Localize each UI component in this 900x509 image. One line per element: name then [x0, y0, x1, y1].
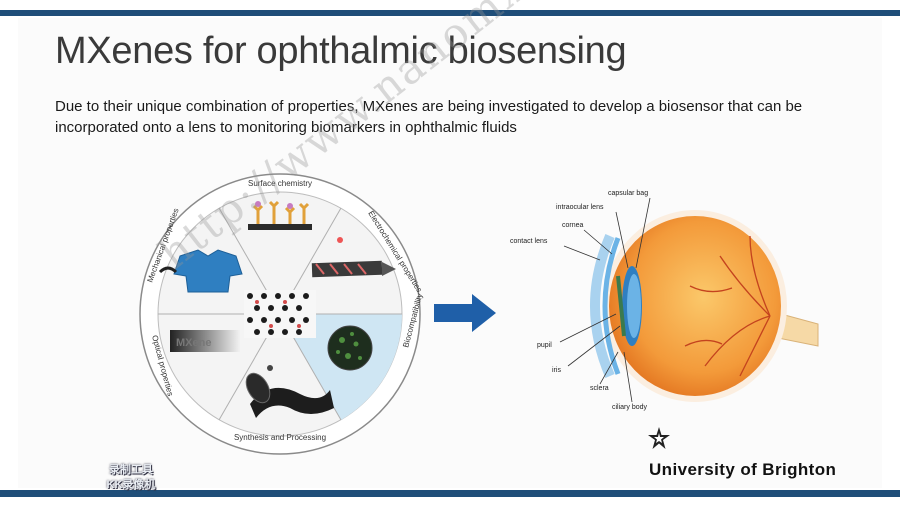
- label-iris: iris: [552, 367, 561, 374]
- segment-label-surface-chemistry: Surface chemistry: [248, 179, 312, 188]
- bottom-accent-bar: [0, 490, 900, 497]
- university-name: University of Brighton: [649, 460, 837, 479]
- segment-label-synthesis: Synthesis and Processing: [234, 433, 326, 442]
- mxene-properties-wheel: Surface chemistry Electrochemical proper…: [139, 173, 424, 455]
- capsular-bag: [627, 274, 641, 338]
- mechanical-illustration: [158, 249, 243, 293]
- label-cornea: cornea: [562, 222, 584, 229]
- label-intraocular-lens: intraocular lens: [556, 204, 604, 211]
- label-capsular-bag: capsular bag: [608, 190, 648, 197]
- top-accent-bar: [0, 10, 900, 16]
- synthesis-illustration: [245, 365, 334, 418]
- slide-body-text: Due to their unique combination of prope…: [55, 98, 803, 136]
- optical-mxene-label: MXene: [176, 337, 211, 349]
- slide-title: MXenes for ophthalmic biosensing: [55, 30, 627, 72]
- eye-lens-diagram: capsular bag intraocular lens cornea con…: [510, 190, 819, 411]
- label-contact-lens: contact lens: [510, 238, 548, 245]
- label-ciliary-body: ciliary body: [612, 404, 648, 411]
- right-arrow-icon: [434, 294, 496, 332]
- electrochemical-illustration: [311, 237, 396, 278]
- eyeball: [609, 216, 781, 396]
- contact-lens: [590, 234, 615, 378]
- star-logo-icon: [648, 427, 670, 449]
- university-logo: University of Brighton: [640, 424, 880, 484]
- recorder-badge-line2: KK录像机: [106, 479, 156, 491]
- cornea: [602, 237, 621, 375]
- label-sclera: sclera: [590, 385, 609, 392]
- recorder-badge: 录制工具 KK录像机: [92, 463, 170, 497]
- surface-chemistry-illustration: [248, 200, 312, 230]
- iris: [616, 275, 626, 337]
- label-pupil: pupil: [537, 342, 552, 349]
- biocompatibility-illustration: [327, 325, 373, 371]
- recorder-badge-line1: 录制工具: [109, 464, 153, 476]
- mxene-lattice-illustration: [244, 290, 316, 338]
- optical-illustration: MXene: [170, 330, 240, 352]
- blood-vessels: [684, 235, 771, 377]
